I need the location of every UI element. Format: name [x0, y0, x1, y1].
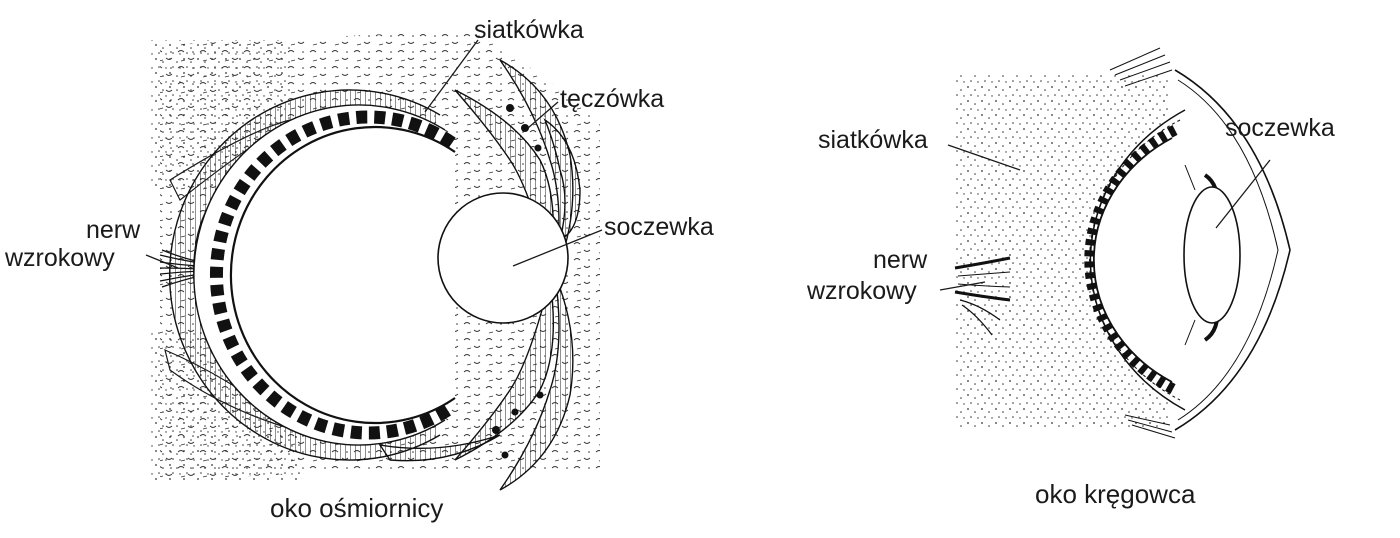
vertebrate-label-nerve-line2: wzrokowy	[806, 277, 917, 305]
octopus-label-nerve-line2: wzrokowy	[4, 244, 115, 272]
vertebrate-optic-nerve	[954, 256, 1011, 336]
vertebrate-eyelash-lower	[1124, 414, 1176, 439]
vertebrate-choroid	[1089, 119, 1181, 401]
vertebrate-label-lens: soczewka	[1225, 114, 1335, 142]
octopus-retina-leader	[424, 39, 479, 113]
vertebrate-retina-inner-edge	[1092, 137, 1173, 383]
octopus-lens	[437, 192, 569, 324]
vertebrate-retina-leader	[947, 144, 1021, 171]
vertebrate-cornea-inner	[1177, 79, 1279, 421]
octopus-label-retina: siatkówka	[474, 16, 584, 44]
octopus-label-lens: soczewka	[604, 213, 714, 241]
vertebrate-cornea	[1174, 69, 1291, 431]
leader-lines	[145, 39, 1271, 291]
vertebrate-caption: oko kręgowca	[1035, 479, 1196, 509]
vertebrate-eyelash-upper	[1109, 47, 1173, 87]
octopus-lens-leader	[512, 229, 603, 267]
octopus-pigment-dots	[492, 104, 544, 459]
octopus-retina-inner-edge	[229, 125, 456, 425]
octopus-label-nerve-line1: nerw	[86, 216, 141, 244]
octopus-eye-drawing	[150, 30, 600, 491]
vertebrate-lens	[1183, 186, 1241, 324]
octopus-label-iris: tęczówka	[560, 85, 664, 113]
vertebrate-label-nerve-line1: nerw	[873, 246, 928, 274]
vertebrate-label-retina: siatkówka	[818, 126, 928, 154]
vertebrate-retina	[1084, 125, 1178, 395]
octopus-iris-leader	[527, 101, 559, 129]
vertebrate-eye-drawing	[954, 47, 1291, 439]
octopus-nerve-leader	[145, 254, 179, 269]
vertebrate-nerve-leader	[939, 281, 986, 291]
octopus-caption: oko ośmiornicy	[270, 493, 443, 523]
vertebrate-lens-suspensory	[1184, 164, 1196, 346]
octopus-retina	[210, 110, 456, 440]
vertebrate-lens-leader	[1215, 159, 1271, 229]
